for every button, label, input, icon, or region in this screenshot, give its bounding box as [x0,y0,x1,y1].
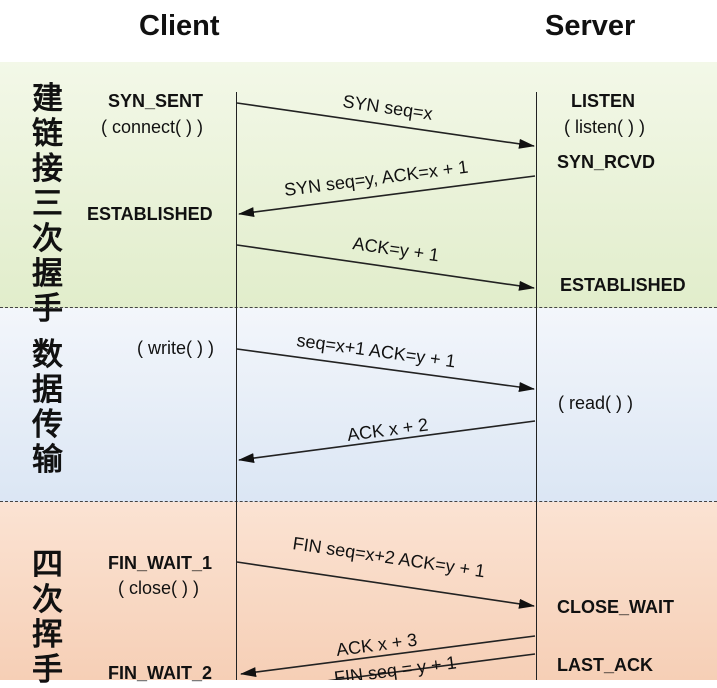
server-state-last-ack: LAST_ACK [557,655,654,675]
client-call-close: ( close( ) ) [118,578,199,598]
message-syn-label: SYN seq=x [341,91,433,124]
client-call-connect: ( connect( ) ) [101,117,204,137]
client-lifeline [236,92,237,680]
client-state-fin-wait-2: FIN_WAIT_2 [108,663,213,683]
server-state-syn-rcvd: SYN_RCVD [557,152,656,172]
message-ack-label: ACK=y + 1 [351,233,440,265]
phase-divider-2 [0,501,717,502]
message-data-ack: ACK x + 2 [238,414,536,463]
message-syn: SYN seq=x [236,91,535,149]
phase-label-transfer: 数据传输 [32,337,63,478]
transfer-phase-band [0,308,717,502]
message-syn-ack: SYN seq=y, ACK=x + 1 [238,157,536,218]
client-column-title: Client [139,10,220,42]
message-data-seq-label: seq=x+1 ACK=y + 1 [295,330,456,371]
message-ack: ACK=y + 1 [236,233,535,291]
server-call-listen: ( listen( ) ) [564,117,645,137]
client-call-write: ( write( ) ) [137,338,214,358]
client-state-syn-sent: SYN_SENT [108,91,204,111]
phase-label-handshake: 建链接三次握手 [32,81,63,327]
header: Client Server [0,0,717,62]
phase-divider-1 [0,307,717,308]
phase-label-wave: 四次挥手 [32,547,63,688]
server-call-read: ( read( ) ) [558,393,634,413]
handshake-phase-band [0,62,717,308]
message-data-seq: seq=x+1 ACK=y + 1 [236,330,535,392]
message-fin: FIN seq=x+2 ACK=y + 1 [236,533,535,609]
server-state-listen: LISTEN [571,91,636,111]
message-fin-ack-label: ACK x + 3 [335,630,418,660]
wave-phase-band [0,502,717,680]
server-state-established: ESTABLISHED [560,275,686,295]
server-column-title: Server [545,10,636,42]
message-syn-ack-label: SYN seq=y, ACK=x + 1 [283,157,469,200]
message-server-fin: FIN seq = y + 1 [327,652,536,680]
server-state-close-wait: CLOSE_WAIT [557,597,675,617]
client-state-fin-wait-1: FIN_WAIT_1 [108,553,213,573]
server-lifeline [536,92,537,680]
client-state-established: ESTABLISHED [87,204,213,224]
